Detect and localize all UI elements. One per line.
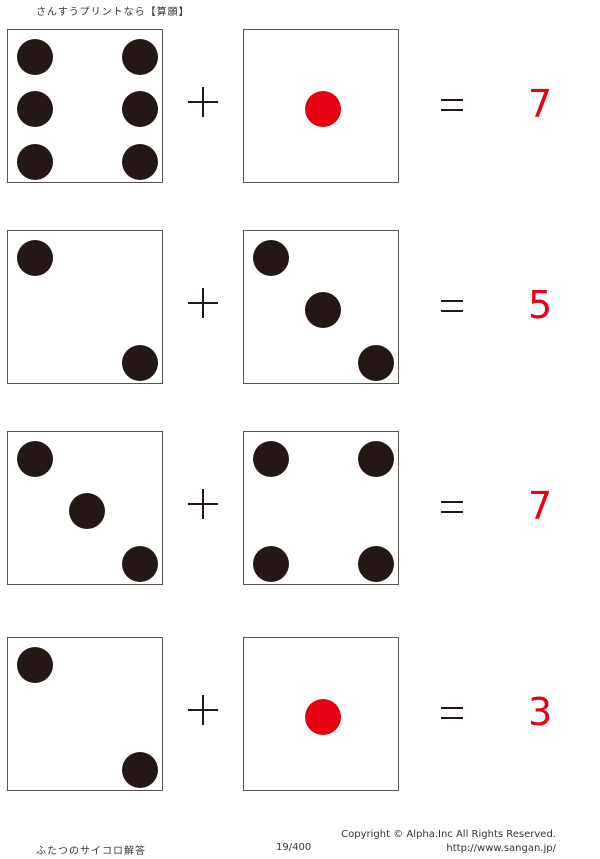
problem-row: 5 [0,230,600,388]
site-url[interactable]: http://www.sangan.jp/ [446,843,556,854]
pip-dot [358,441,394,477]
pip-dot [17,441,53,477]
pip-dot [17,91,53,127]
page-number: 19/400 [276,842,312,853]
pip-dot [122,752,158,788]
pip-dot [253,546,289,582]
plus-sign [188,489,218,519]
answer: 7 [528,82,553,126]
plus-sign [188,87,218,117]
pip-dot [122,546,158,582]
pip-dot [69,493,105,529]
pip-dot [122,91,158,127]
equals-sign [441,501,463,514]
answer: 5 [528,283,553,327]
equals-sign [441,300,463,313]
left-die [7,29,163,183]
equals-sign [441,99,463,112]
pip-dot [17,240,53,276]
pip-dot [17,39,53,75]
copyright: Copyright © Alpha.Inc All Rights Reserve… [341,829,556,840]
pip-dot [122,39,158,75]
problem-row: 3 [0,637,600,795]
pip-dot [17,647,53,683]
left-die [7,637,163,791]
right-die [243,29,399,183]
header-title: さんすうプリントなら【算願】 [36,7,190,18]
left-die [7,230,163,384]
pip-dot [305,292,341,328]
pip-dot [122,345,158,381]
answer: 7 [528,484,553,528]
pip-dot [358,345,394,381]
left-die [7,431,163,585]
plus-sign [188,288,218,318]
plus-sign [188,695,218,725]
right-die [243,637,399,791]
pip-dot [253,441,289,477]
problem-row: 7 [0,29,600,187]
worksheet-name: ふたつのサイコロ解答 [36,846,146,857]
right-die [243,431,399,585]
right-die [243,230,399,384]
answer: 3 [528,690,553,734]
pip-dot [305,91,341,127]
pip-dot [358,546,394,582]
problem-row: 7 [0,431,600,589]
pip-dot [122,144,158,180]
pip-dot [305,699,341,735]
equals-sign [441,707,463,720]
pip-dot [17,144,53,180]
pip-dot [253,240,289,276]
